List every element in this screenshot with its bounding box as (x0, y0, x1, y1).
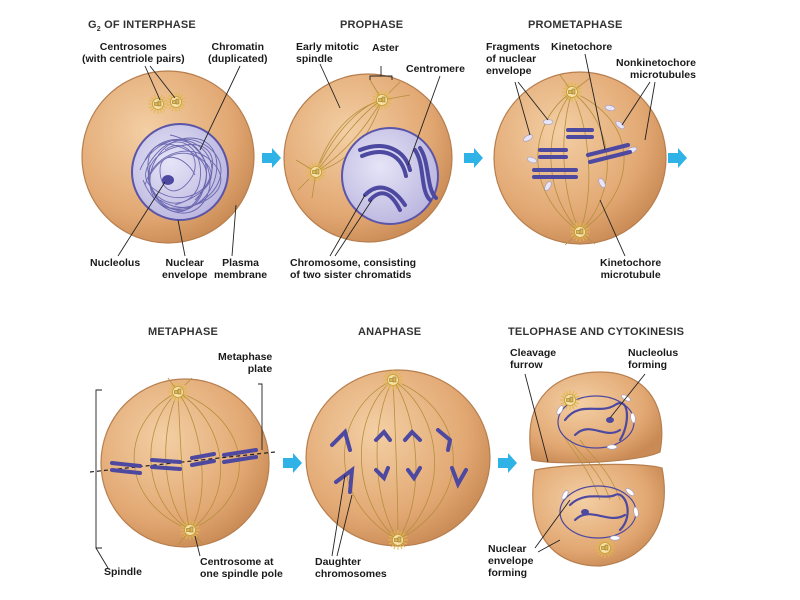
label-nucleolus: Nucleolus (90, 257, 141, 269)
label-nuclear-envelope-forming: Nuclear envelope forming (488, 543, 534, 579)
prophase-title: PROPHASE (340, 19, 404, 31)
metaphase-chromosomes (110, 448, 258, 475)
anaphase-spindle (344, 379, 454, 541)
label-centromere: Centromere (406, 63, 465, 75)
metaphase-plate-line (89, 451, 276, 473)
anaphase-title: ANAPHASE (358, 326, 422, 338)
prometaphase-cell (493, 71, 667, 245)
prometaphase-leader-lines (514, 53, 656, 257)
telophase-envelope-fragments (556, 394, 639, 541)
label-fragments: Fragments of nuclear envelope (486, 41, 540, 77)
prometaphase-spindle (537, 74, 625, 246)
panel-anaphase (305, 369, 491, 557)
label-early-spindle: Early mitotic spindle (296, 41, 360, 65)
arrow-prophase-to-prometaphase (464, 148, 483, 168)
label-kinetochore: Kinetochore (551, 41, 613, 53)
panel-metaphase (89, 377, 276, 569)
panel-prophase (283, 63, 453, 257)
label-plasma-membrane: Plasma membrane (214, 257, 268, 281)
telophase-leader-lines (524, 373, 646, 553)
panel-prometaphase (493, 53, 667, 257)
prometaphase-envelope-fragments (523, 105, 638, 191)
label-centrosome-pole: Centrosome at one spindle pole (200, 556, 283, 580)
label-nonkinetochore: Nonkinetochore microtubules (616, 57, 696, 81)
label-cleavage-furrow: Cleavage furrow (510, 347, 557, 371)
arrow-prometaphase-to-metaphase (668, 148, 687, 168)
panel-telophase (524, 371, 665, 567)
label-spindle: Spindle (104, 566, 142, 578)
panel-g2-interphase (81, 65, 255, 257)
g2-title: G2 OF INTERPHASE (88, 19, 196, 34)
prophase-leader-lines (319, 63, 441, 257)
arrow-anaphase-to-telophase (498, 453, 517, 473)
telophase-nucleolus-bottom (581, 509, 589, 515)
label-metaphase-plate: Metaphase plate (218, 351, 273, 375)
label-aster: Aster (372, 42, 399, 54)
metaphase-leader-lines (95, 383, 263, 569)
arrow-g2-to-prophase (262, 148, 281, 168)
label-chromosome: Chromosome, consisting of two sister chr… (290, 257, 417, 281)
prometaphase-title: PROMETAPHASE (528, 19, 623, 31)
label-chromatin: Chromatin (duplicated) (208, 41, 268, 65)
label-kinetochore-microtubule: Kinetochore microtubule (600, 257, 662, 281)
label-nuclear-envelope: Nuclear envelope (162, 257, 208, 281)
anaphase-leader-lines (331, 474, 353, 557)
g2-chromatin (139, 134, 222, 214)
telophase-title: TELOPHASE AND CYTOKINESIS (508, 326, 685, 338)
prometaphase-chromosomes (532, 128, 632, 179)
metaphase-cell (100, 378, 270, 548)
metaphase-title: METAPHASE (148, 326, 219, 338)
label-nucleolus-forming: Nucleolus forming (628, 347, 679, 371)
g2-leader-lines (117, 65, 241, 257)
label-daughter-chromosomes: Daughter chromosomes (315, 556, 387, 580)
telophase-chromatin (563, 401, 629, 532)
label-centrosomes: Centrosomes (with centriole pairs) (82, 41, 185, 65)
telophase-nucleolus-top (606, 417, 614, 423)
arrow-metaphase-to-anaphase (283, 453, 302, 473)
anaphase-chromosomes (330, 428, 468, 494)
